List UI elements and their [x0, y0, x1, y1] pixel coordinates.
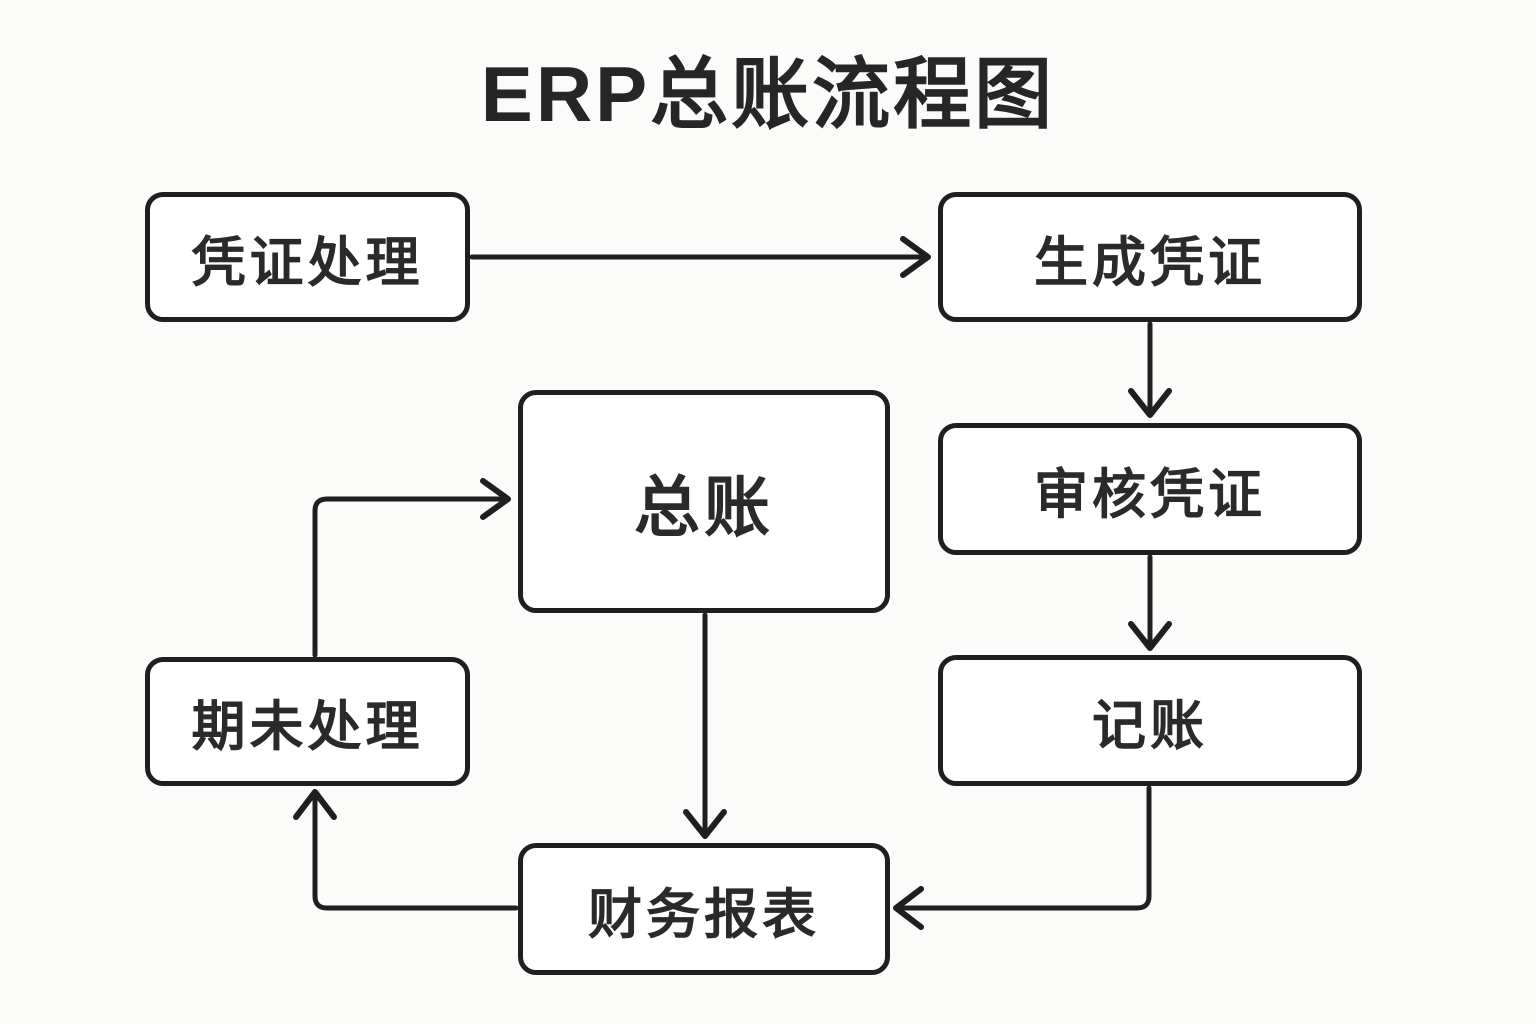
node-review-voucher-label: 审核凭证 — [1034, 464, 1266, 525]
node-period-end-processing: 期未处理 — [145, 657, 470, 786]
arrow-voucher-to-generate — [469, 236, 931, 278]
node-voucher-processing: 凭证处理 — [145, 192, 470, 322]
arrow-ledger-to-statements — [683, 612, 727, 839]
node-period-end-processing-label: 期未处理 — [191, 697, 424, 757]
node-financial-statements-label: 财务报表 — [588, 884, 820, 945]
arrow-period-to-ledger — [312, 478, 511, 658]
arrow-statements-to-period — [293, 789, 519, 911]
node-review-voucher: 审核凭证 — [938, 423, 1362, 555]
node-general-ledger-label: 总账 — [634, 469, 774, 544]
arrow-review-to-bookkeeping — [1128, 554, 1172, 651]
node-generate-voucher-label: 生成凭证 — [1034, 232, 1266, 293]
arrow-bookkeeping-to-statements — [893, 785, 1152, 930]
node-bookkeeping: 记账 — [938, 655, 1362, 786]
node-voucher-processing-label: 凭证处理 — [191, 232, 424, 293]
node-bookkeeping-label: 记账 — [1092, 696, 1208, 756]
node-generate-voucher: 生成凭证 — [938, 192, 1362, 322]
diagram-title: ERP总账流程图 — [480, 50, 1056, 138]
arrow-generate-to-review — [1128, 321, 1172, 418]
node-general-ledger: 总账 — [518, 390, 890, 613]
node-financial-statements: 财务报表 — [518, 843, 890, 975]
